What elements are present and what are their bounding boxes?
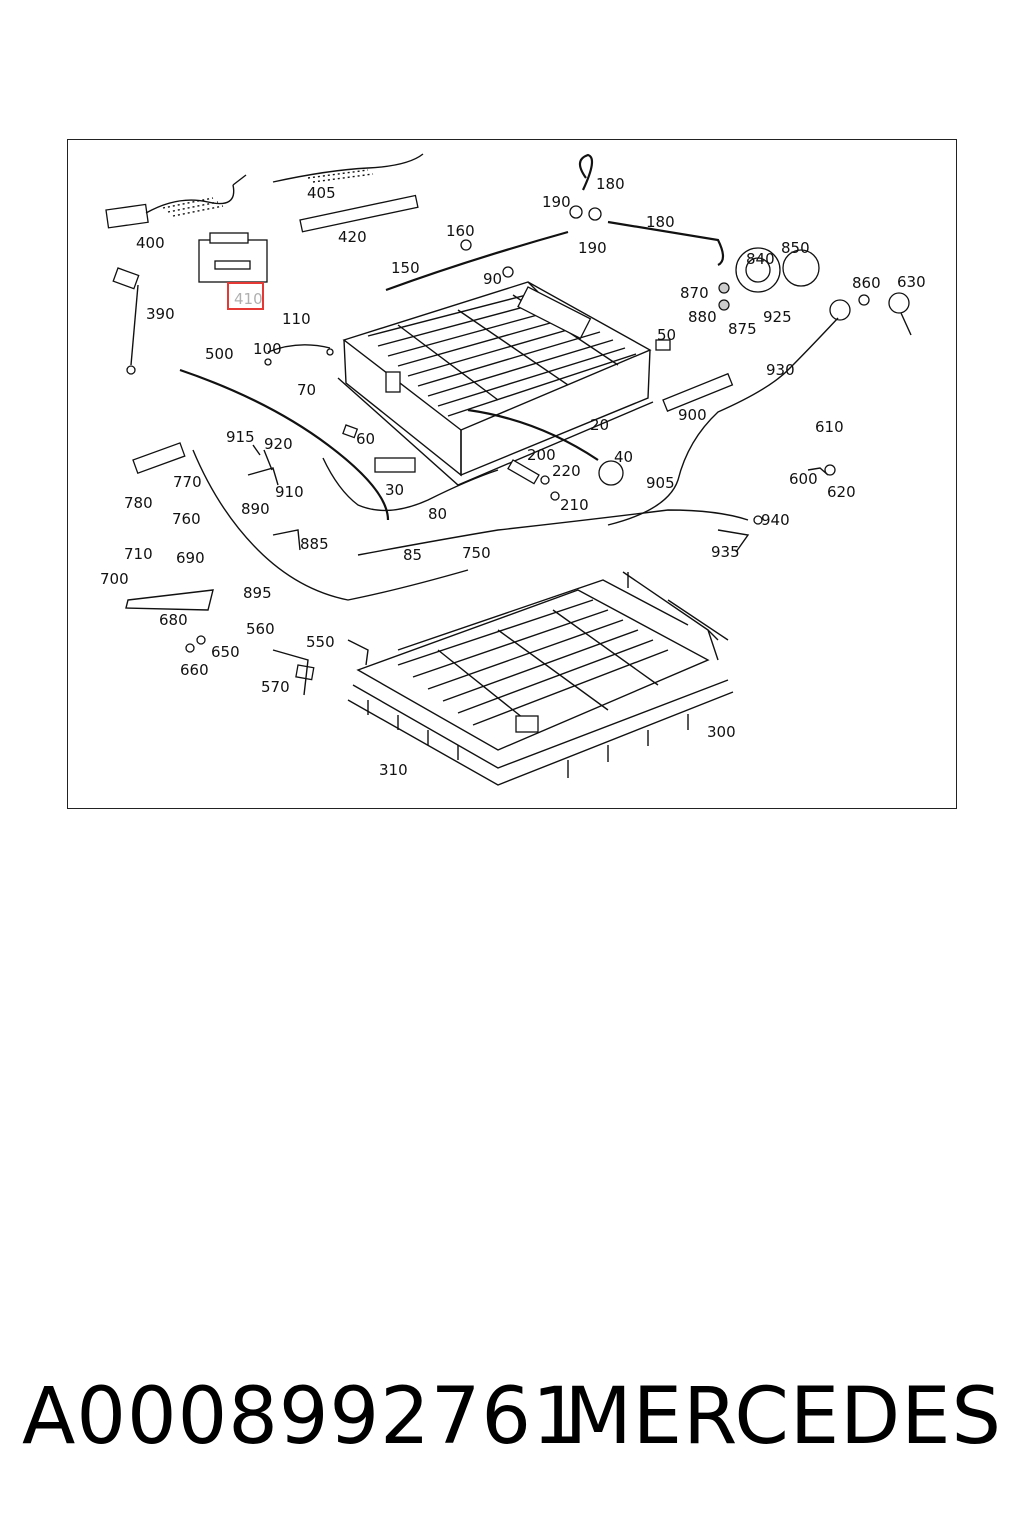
part-labels: 400 405 420 390 410 160 150 90 190 180 1…: [100, 175, 926, 779]
battery-pack-upper: [337, 281, 654, 486]
part-label: 840: [746, 250, 775, 268]
part-label: 915: [226, 428, 255, 446]
part-label: 50: [657, 326, 676, 344]
part-label: 850: [781, 239, 810, 257]
part-label: 600: [789, 470, 818, 488]
part-label: 60: [356, 430, 375, 448]
part-label: 190: [542, 193, 571, 211]
part-label: 910: [275, 483, 304, 501]
part-label: 875: [728, 320, 757, 338]
part-label: 935: [711, 543, 740, 561]
part-label: 920: [264, 435, 293, 453]
components-right: [385, 153, 912, 526]
part-label: 900: [678, 406, 707, 424]
part-label: 400: [136, 234, 165, 252]
components-left: [105, 153, 424, 521]
part-label: 80: [428, 505, 447, 523]
part-label: 750: [462, 544, 491, 562]
battery-pack-lower: [347, 571, 734, 786]
part-label: 190: [578, 239, 607, 257]
part-label: 85: [403, 546, 422, 564]
part-label: 680: [159, 611, 188, 629]
part-label: 180: [646, 213, 675, 231]
part-label: 90: [483, 270, 502, 288]
part-label: 20: [590, 416, 609, 434]
part-label-highlighted: 410: [234, 290, 263, 308]
part-label: 890: [241, 500, 270, 518]
part-label: 885: [300, 535, 329, 553]
footer: A0008992761 MERCEDES: [0, 1372, 1024, 1472]
part-label: 560: [246, 620, 275, 638]
part-label: 860: [852, 274, 881, 292]
part-label: 610: [815, 418, 844, 436]
parts-diagram: 400 405 420 390 410 160 150 90 190 180 1…: [100, 153, 926, 786]
part-label: 160: [446, 222, 475, 240]
highlight-box: [227, 282, 264, 310]
part-label: 690: [176, 549, 205, 567]
part-label: 660: [180, 661, 209, 679]
part-label: 905: [646, 474, 675, 492]
part-label: 760: [172, 510, 201, 528]
part-label: 70: [297, 381, 316, 399]
brand-name: MERCEDES: [564, 1372, 1002, 1462]
part-label: 630: [897, 273, 926, 291]
part-label: 390: [146, 305, 175, 323]
part-label: 710: [124, 545, 153, 563]
part-label: 870: [680, 284, 709, 302]
part-label: 500: [205, 345, 234, 363]
part-number: A0008992761: [22, 1372, 583, 1462]
part-label: 620: [827, 483, 856, 501]
part-label: 300: [707, 723, 736, 741]
diagram-frame: 400 405 420 390 410 160 150 90 190 180 1…: [67, 139, 957, 809]
part-label: 220: [552, 462, 581, 480]
part-label: 110: [282, 310, 311, 328]
part-label: 310: [379, 761, 408, 779]
part-label: 650: [211, 643, 240, 661]
part-label: 405: [307, 184, 336, 202]
part-label: 570: [261, 678, 290, 696]
part-label: 770: [173, 473, 202, 491]
part-label: 150: [391, 259, 420, 277]
part-label: 40: [614, 448, 633, 466]
part-label: 700: [100, 570, 129, 588]
part-label: 420: [338, 228, 367, 246]
part-label: 550: [306, 633, 335, 651]
wiring-harness: [125, 424, 836, 696]
part-label: 925: [763, 308, 792, 326]
part-label: 210: [560, 496, 589, 514]
part-label: 30: [385, 481, 404, 499]
part-label: 940: [761, 511, 790, 529]
part-label: 180: [596, 175, 625, 193]
part-label: 200: [527, 446, 556, 464]
part-label: 100: [253, 340, 282, 358]
part-label: 880: [688, 308, 717, 326]
part-label: 930: [766, 361, 795, 379]
part-label: 895: [243, 584, 272, 602]
part-label: 780: [124, 494, 153, 512]
